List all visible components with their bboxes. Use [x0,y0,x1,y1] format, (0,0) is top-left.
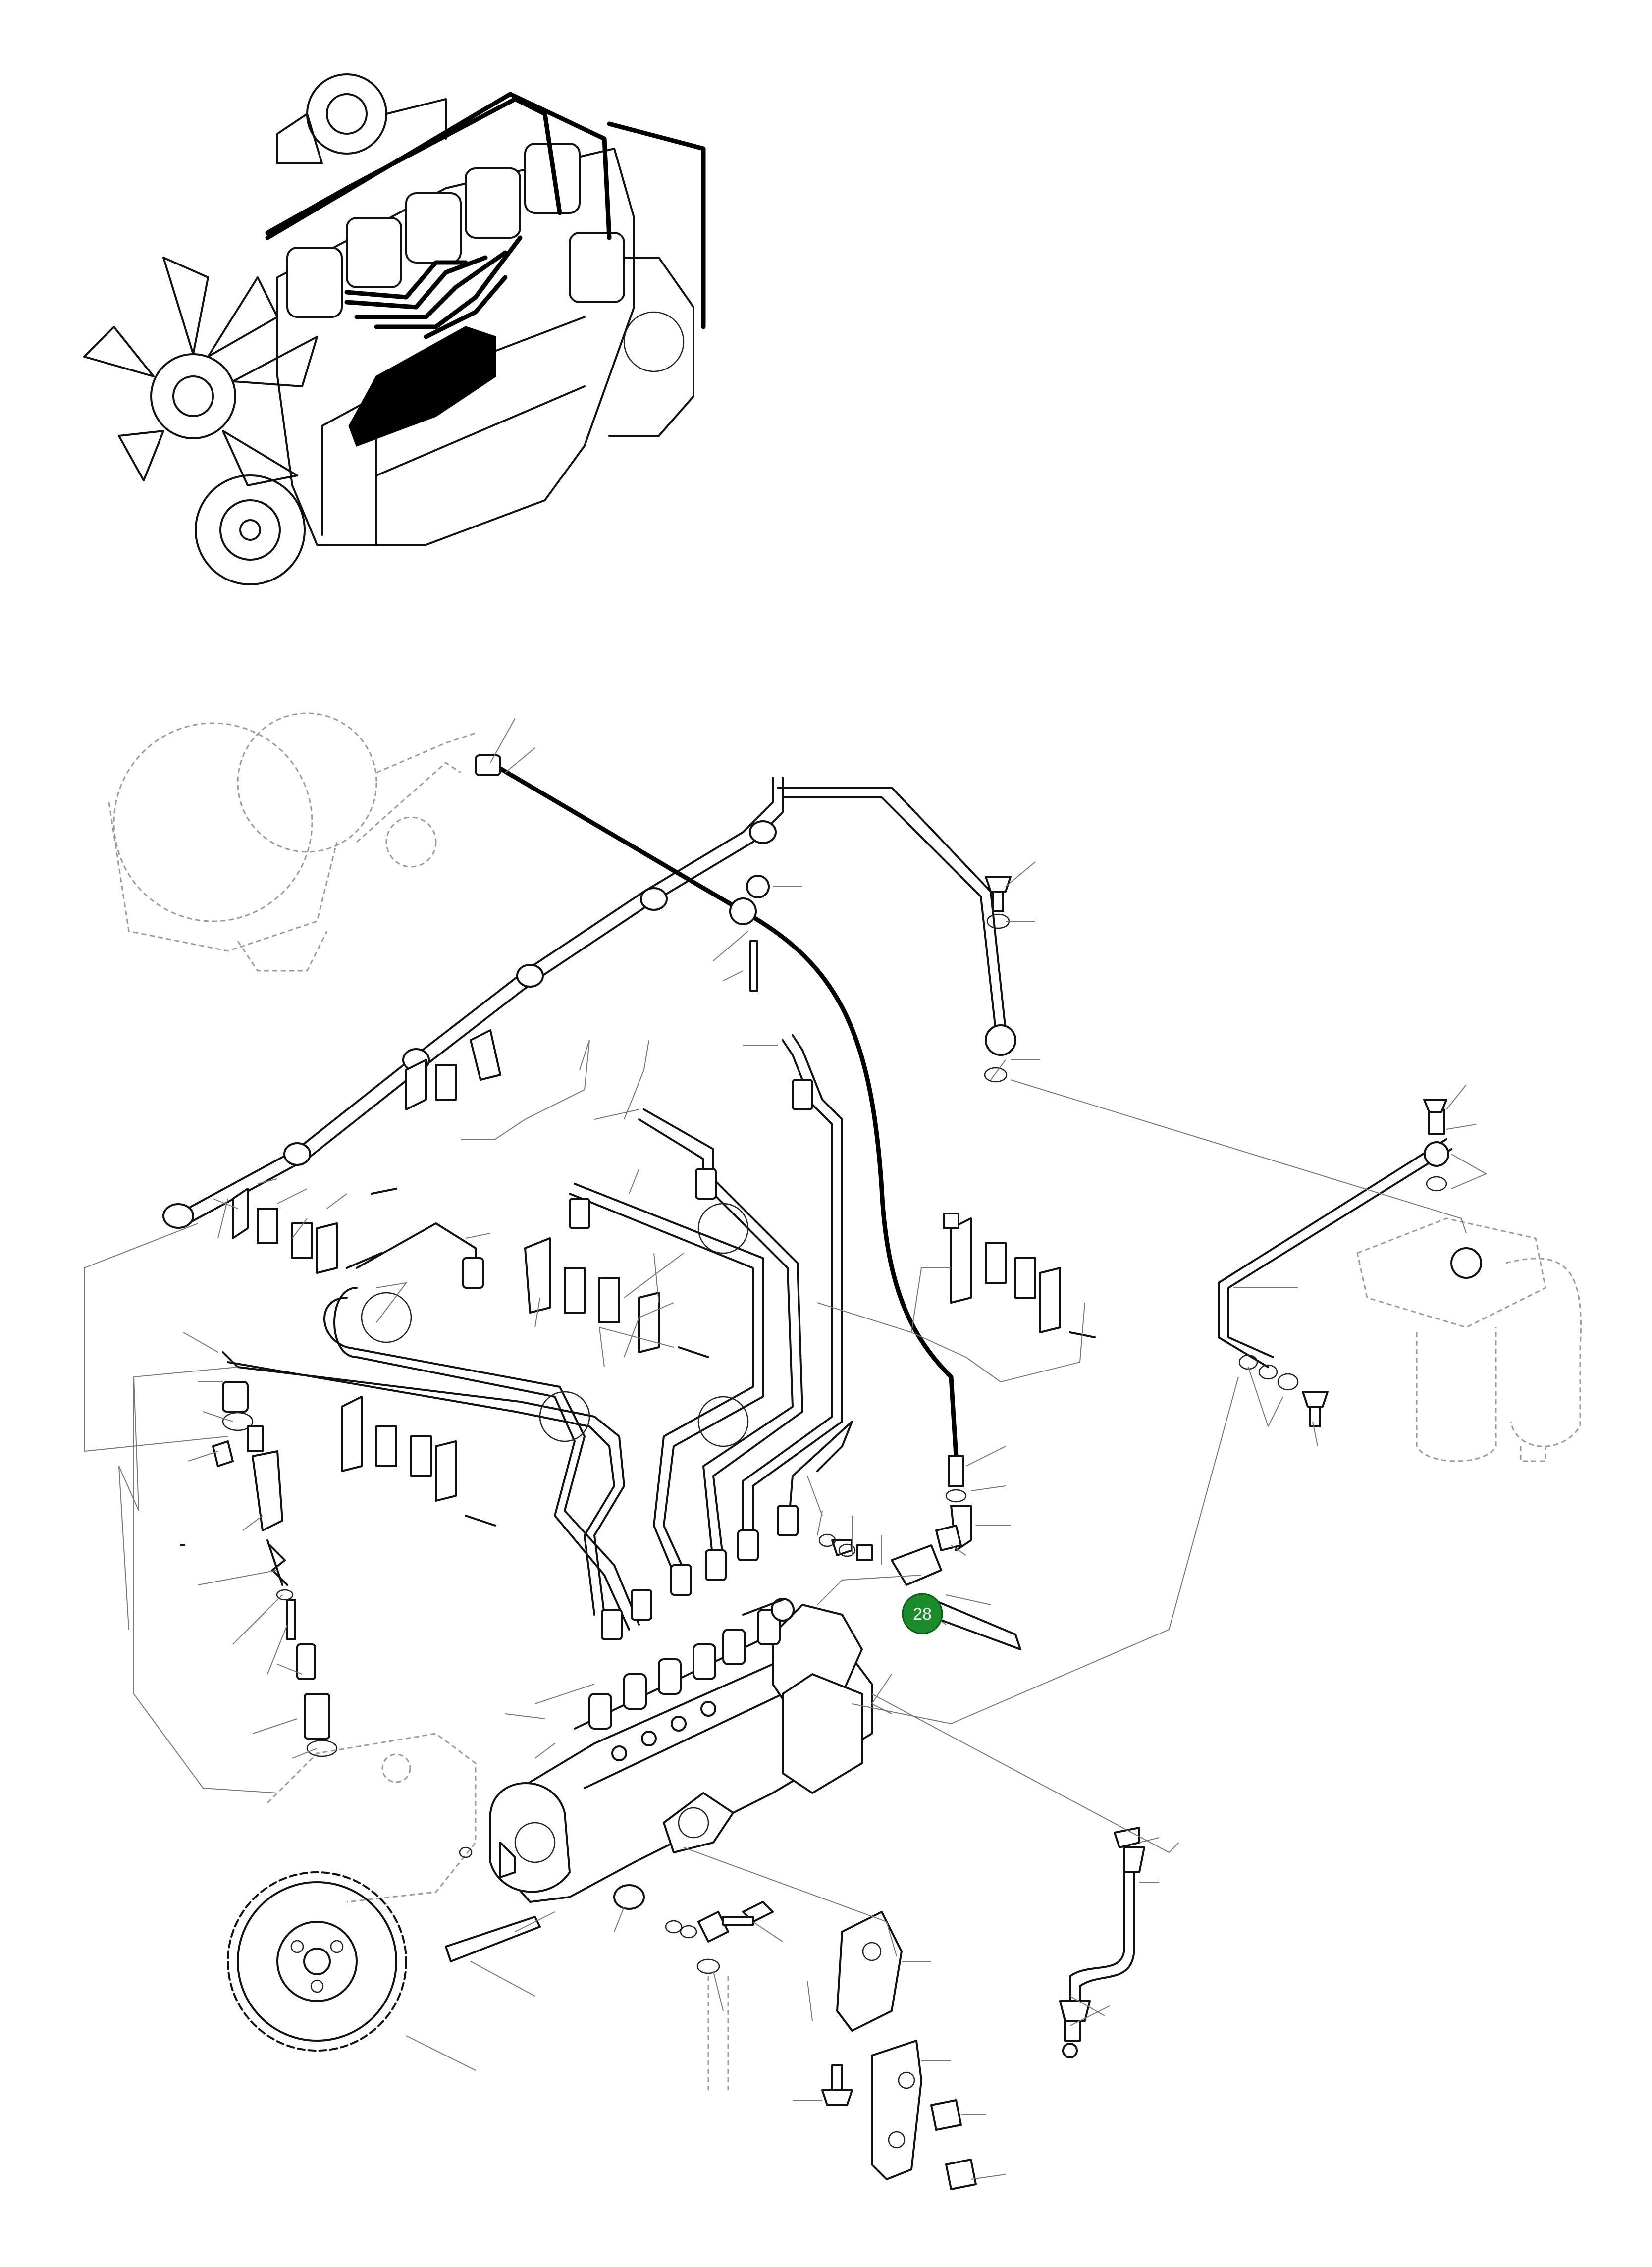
flywheel-housing [608,257,694,437]
injector-pipes [222,1034,853,1640]
fuel-filter-assembly [1218,1099,1582,1462]
turbocharger-phantom [108,712,476,972]
crank-pulley [195,474,306,585]
engine-block-outline [276,148,635,546]
pump-mounting-hardware [445,1846,645,1962]
overflow-valve-assembly [818,1525,1021,1650]
highlighted-fuel-lines [265,92,706,339]
pump-drive-gear [227,1871,407,2052]
drive-housing-phantom [266,1733,477,1903]
marker-dash: - [179,1533,186,1555]
callout-28[interactable]: 28 [902,1593,943,1634]
turbocharger [276,73,447,164]
pump-support-bracket [821,1911,977,2190]
cylinder-heads [286,143,625,318]
control-cable [475,754,972,1551]
injection-pump [489,1598,873,1903]
cooling-fan [83,257,318,486]
leak-off-return-line [162,777,1016,1229]
return-banjo-bolt [985,876,1012,929]
leader-lines [84,718,1488,2180]
boost-compensator-line [1059,1827,1145,2058]
pipe-clamps [232,1029,1096,1527]
exploded-fuel-system-view: - 28 [84,712,1582,2190]
callout-28-bubble[interactable] [902,1593,943,1634]
feed-inlet-fitting [665,1901,774,2090]
callout-28-label[interactable]: 28 [913,1605,932,1624]
engine-overview-inset [83,73,706,585]
injector-assembly [212,1381,338,1757]
injection-pump-highlight [348,326,496,447]
